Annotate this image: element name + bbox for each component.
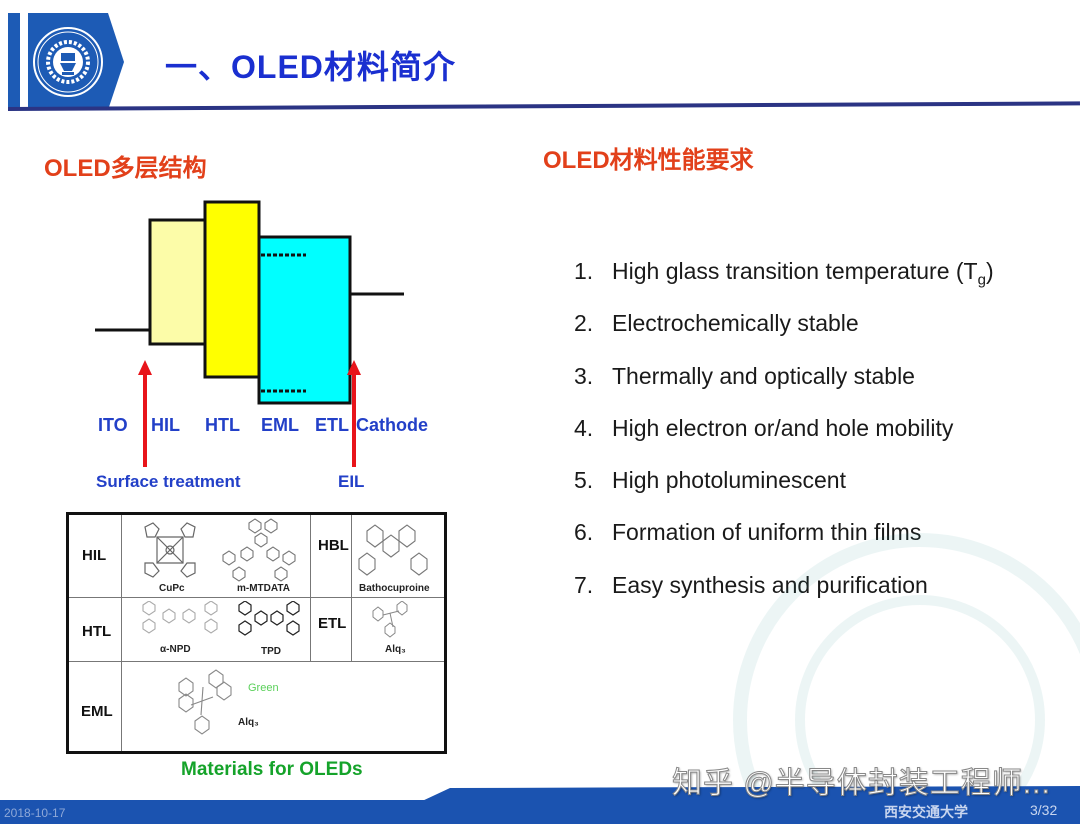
list-item: 5. High photoluminescent (574, 467, 994, 519)
list-item: 1. High glass transition temperature (Tg… (574, 258, 994, 310)
molecule-caption-bathocuproine: Bathocuproine (359, 583, 430, 594)
logo-side-bar (8, 13, 20, 110)
layer-label-htl: HTL (205, 415, 240, 435)
section-heading-requirements: OLED材料性能要求 (543, 147, 754, 174)
table-row-divider (69, 661, 444, 662)
row-label-hil: HIL (82, 547, 107, 564)
list-number: 2. (574, 310, 594, 337)
list-number: 1. (574, 258, 594, 284)
tpd-structure-icon (238, 601, 300, 636)
list-number: 7. (574, 571, 594, 598)
molecule-caption-cupc: CuPc (159, 583, 185, 594)
list-number: 6. (574, 519, 594, 546)
row-label-hbl: HBL (318, 537, 349, 554)
layer-label-eml: EML (261, 415, 299, 435)
molecule-caption-alq3-eml: Alq₃ (238, 717, 259, 728)
list-text: Electrochemically stable (612, 310, 859, 337)
layer-label-ito: ITO (98, 415, 128, 435)
list-item: 3. Thermally and optically stable (574, 363, 994, 415)
row-label-htl: HTL (82, 623, 112, 640)
table-col-divider (351, 515, 352, 661)
list-text: Formation of uniform thin films (612, 519, 922, 546)
alpha-npd-structure-icon (142, 601, 218, 634)
row-label-etl: ETL (318, 615, 347, 632)
requirements-list: 1. High glass transition temperature (Tg… (574, 258, 994, 624)
list-number: 5. (574, 467, 594, 494)
list-item: 6. Formation of uniform thin films (574, 519, 994, 571)
molecule-caption-alq3-etl: Alq₃ (385, 644, 406, 655)
seal-watermark-icon (733, 533, 1080, 800)
list-text: High photoluminescent (612, 467, 846, 494)
table-col-divider (121, 515, 122, 751)
alq3-structure-icon (372, 601, 408, 638)
molecule-caption-alpha-npd: α-NPD (160, 644, 191, 655)
list-item: 4. High electron or/and hole mobility (574, 415, 994, 467)
molecule-caption-tpd: TPD (261, 646, 281, 657)
oled-energy-diagram (95, 200, 404, 467)
zhihu-watermark: 知乎 @半导体封装工程师... (672, 767, 1051, 801)
row-label-eml: EML (81, 703, 113, 720)
list-text: High glass transition temperature (Tg) (612, 258, 994, 289)
list-text: Thermally and optically stable (612, 362, 915, 389)
table-col-divider (310, 515, 311, 661)
list-number: 3. (574, 362, 594, 389)
materials-table: HIL HTL EML HBL ETL CuPc m-MTDATA Bathoc… (66, 512, 447, 754)
section-heading-structure: OLED多层结构 (44, 155, 207, 182)
eil-label: EIL (338, 472, 365, 491)
university-seal-icon (28, 13, 124, 110)
layer-label-cathode: Cathode (356, 415, 428, 435)
list-item: 2. Electrochemically stable (574, 310, 994, 362)
list-text: Easy synthesis and purification (612, 571, 928, 598)
surface-treatment-label: Surface treatment (96, 472, 241, 491)
table-row-divider (69, 597, 444, 598)
footer-university: 西安交通大学 (884, 804, 968, 820)
molecule-caption-m-mtdata: m-MTDATA (237, 583, 290, 594)
layer-label-etl: ETL (315, 415, 349, 435)
layer-label-hil: HIL (151, 415, 180, 435)
list-number: 4. (574, 414, 594, 441)
footer-wave-decoration (420, 786, 1080, 802)
emission-color-note: Green (248, 682, 279, 694)
alq3-eml-structure-icon (178, 669, 232, 735)
m-mtdata-structure-icon (222, 518, 296, 582)
page-title: 一、OLED材料简介 (165, 49, 456, 85)
footer-date: 2018-10-17 (4, 806, 66, 820)
list-item: 7. Easy synthesis and purification (574, 572, 994, 624)
footer-bar (0, 800, 1080, 824)
bathocuproine-structure-icon (358, 524, 428, 576)
list-text: High electron or/and hole mobility (612, 414, 954, 441)
table-caption: Materials for OLEDs (181, 759, 363, 780)
cupc-structure-icon (144, 522, 196, 578)
page-number: 3/32 (1030, 802, 1058, 818)
